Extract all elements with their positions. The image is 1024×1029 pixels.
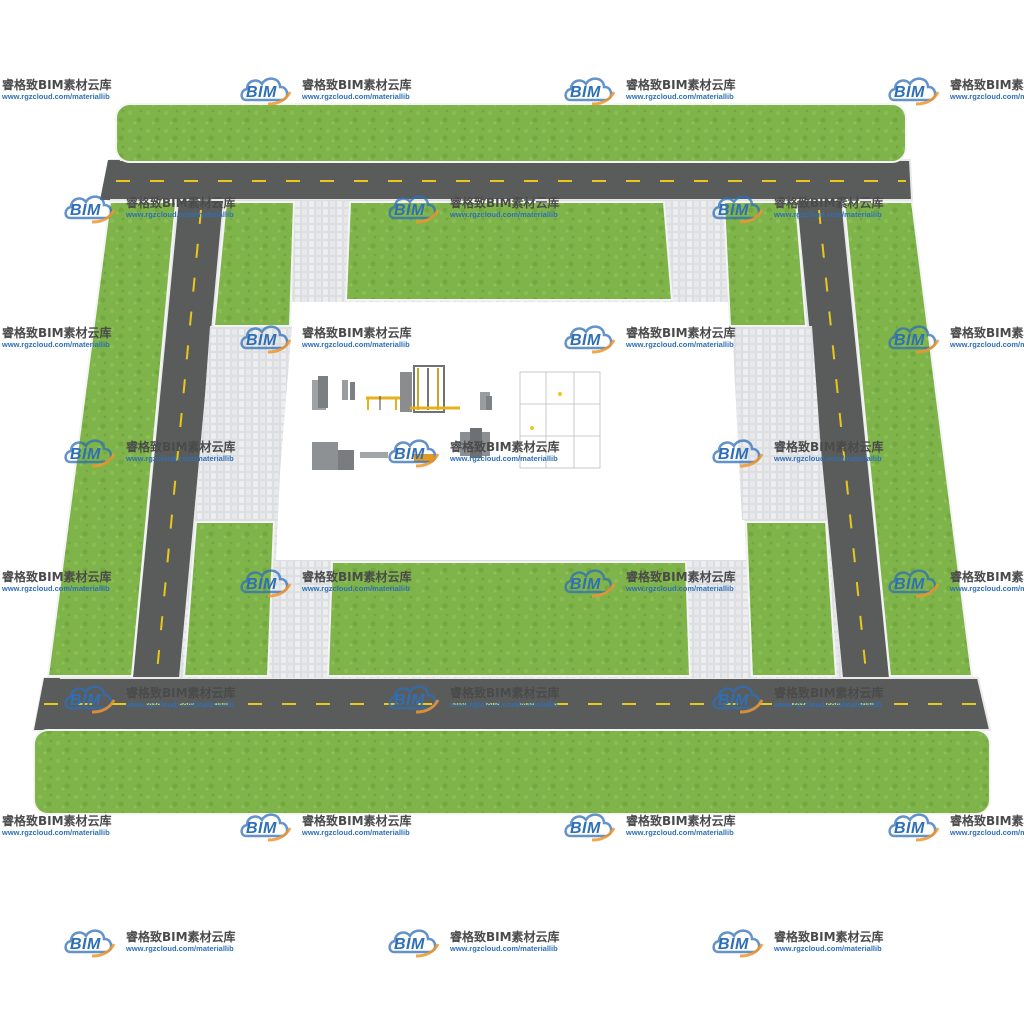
road-bottom — [32, 677, 992, 731]
sample-steel-stack-3 — [312, 442, 354, 470]
central-plaza — [276, 302, 746, 560]
sample-tall-rack — [400, 365, 460, 413]
lawn-top-right-inner — [722, 201, 808, 327]
lawn-bottom — [33, 729, 991, 815]
road-right — [794, 199, 892, 679]
lawn-bottom-right-inner — [744, 521, 838, 677]
lawn-bottom-center — [326, 561, 692, 677]
lawn-top-center — [344, 201, 674, 301]
road-top-left-spur — [100, 160, 120, 200]
lawn-left-outer — [46, 201, 178, 677]
road-network — [32, 159, 992, 731]
sample-steel-stack-1 — [312, 376, 328, 410]
sample-small-stack — [480, 392, 492, 410]
plaza-left-wing — [196, 326, 292, 520]
lawn-top-left-inner — [212, 201, 296, 327]
lawn-top — [115, 103, 907, 163]
lane-markings — [44, 180, 980, 705]
lawn-right-outer — [842, 201, 974, 677]
lane-mark-left — [156, 209, 202, 673]
sample-schematic-drawing — [519, 371, 601, 469]
sample-long-beam — [360, 452, 388, 458]
sample-pipe-bundle — [460, 428, 490, 458]
sample-orange-cart — [414, 454, 434, 462]
plaza-right-wing — [732, 326, 826, 520]
sample-steel-stack-2 — [342, 380, 355, 400]
lane-mark-right — [818, 209, 867, 673]
sample-yellow-rack — [366, 396, 400, 410]
lawn-bottom-left-inner — [182, 521, 276, 677]
lawns — [33, 103, 991, 815]
